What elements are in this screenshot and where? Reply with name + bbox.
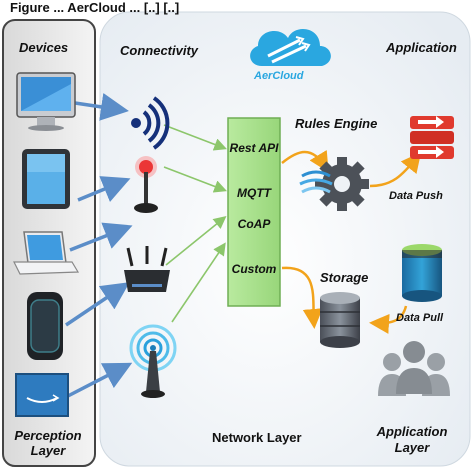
wifi-signal-icon: [131, 96, 170, 150]
protocol-arrows: [163, 124, 227, 323]
tv-icon: [15, 373, 69, 417]
protocol-box: [227, 117, 281, 307]
tablet-icon: [22, 149, 70, 209]
custom-label: Custom: [231, 262, 277, 276]
storage-cylinder-icon: [402, 244, 442, 302]
database-icon: [320, 292, 360, 348]
rest-api-label: Rest API: [229, 141, 279, 155]
rules-engine-label: Rules Engine: [295, 116, 378, 131]
mqtt-label: MQTT: [237, 186, 271, 200]
perception-layer-title: Perception Layer: [14, 428, 82, 458]
device-arrows: [65, 93, 133, 399]
figure-caption: Figure ... AerCloud ... [..] [..]: [10, 0, 180, 15]
network-layer-title: Network Layer: [212, 430, 302, 445]
users-group-icon: [378, 341, 450, 396]
application-layer-title: Application Layer: [376, 424, 448, 455]
connectivity-title: Connectivity: [120, 43, 199, 58]
router-icon: [124, 246, 170, 292]
brand-name: AerCloud: [254, 70, 304, 82]
antenna-icon: [134, 156, 158, 213]
data-pull-label: Data Pull: [396, 312, 444, 324]
desktop-monitor-icon: [16, 72, 76, 131]
broadcast-tower-icon: [129, 324, 177, 398]
data-push-label: Data Push: [389, 190, 443, 202]
application-title: Application: [386, 40, 457, 55]
devices-title: Devices: [19, 40, 69, 55]
coap-label: CoAP: [237, 217, 271, 231]
laptop-icon: [13, 231, 80, 275]
storage-label: Storage: [320, 270, 369, 285]
data-push-icon: [410, 116, 454, 159]
data-flow-arrows: [281, 149, 422, 334]
cloud-logo-icon: [250, 28, 331, 66]
phone-icon: [27, 292, 63, 360]
